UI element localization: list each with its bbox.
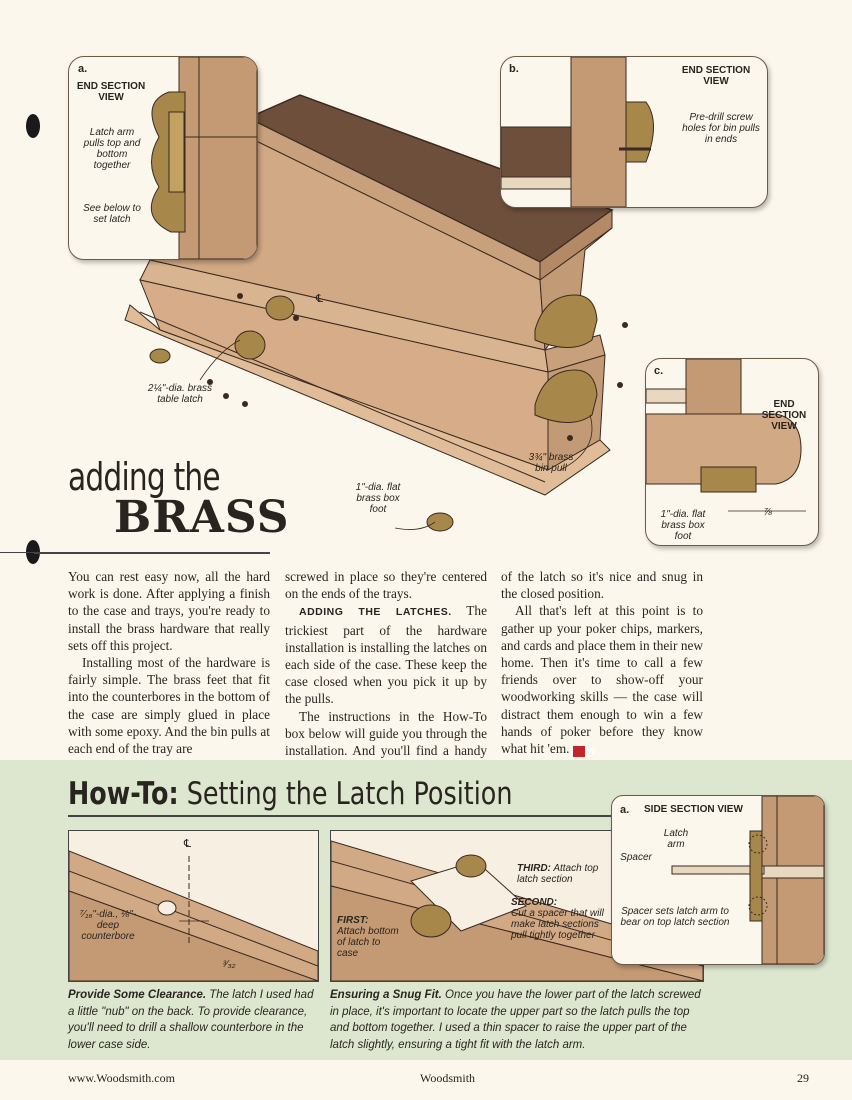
howto-title-text: Setting the Latch Position [186, 776, 513, 812]
step-first-text: Attach bottom of latch to case [337, 926, 399, 959]
footer-magazine: Woodsmith [420, 1071, 476, 1085]
howto-step-1-illustration: ℄ ⁷⁄₁₆"-dia., ⅛"-deep counterbore ³⁄₃₂ [68, 830, 319, 982]
label-bin-pull: 3¾" brass bin pull [528, 452, 574, 474]
panel-2-first: FIRST:Attach bottom of latch to case [337, 915, 401, 959]
run-in-heading: ADDING THE LATCHES. [299, 606, 452, 619]
callout-b-letter: b. [509, 63, 519, 75]
caption-2-text: Once you have the lower part of the latc… [330, 989, 701, 1051]
binder-hole [26, 114, 40, 138]
paragraph: Installing most of the hardware is fairl… [68, 655, 270, 757]
callout-a-drawing [150, 57, 257, 259]
step-second-text: Cut a spacer that will make latch sectio… [511, 908, 604, 941]
howto-side-section-view: a. SIDE SECTION VIEW Latch arm Spacer Sp… [611, 795, 825, 965]
callout-c-foot-label: 1"-dia. flat brass box foot [660, 509, 706, 542]
callout-a-title: END SECTION VIEW [76, 81, 146, 103]
centerline-mark: ℄ [316, 293, 324, 305]
side-view-title: SIDE SECTION VIEW [644, 804, 743, 815]
callout-c-end-section: c. END SECTION VIEW 1"-dia. flat brass b… [645, 358, 819, 546]
panel-1-counterbore-label: ⁷⁄₁₆"-dia., ⅛"-deep counterbore [79, 909, 137, 942]
caption-1-text: The latch I used had a little "nub" on t… [68, 989, 314, 1051]
step-second-label: SECOND: [511, 897, 558, 908]
howto-prefix: How-To: [68, 776, 179, 812]
article-column-1: You can rest easy now, all the hard work… [68, 568, 270, 757]
howto-title: How-To: Setting the Latch Position [68, 776, 512, 812]
callout-b-note: Pre-drill screw holes for bin pulls in e… [682, 112, 760, 145]
callout-a-end-section: a. END SECTION VIEW Latch arm pulls top … [68, 56, 258, 260]
panel-2-third: THIRD: Attach top latch section [517, 863, 607, 885]
callout-c-dimension: ⅞ [763, 507, 773, 518]
heading-rule [34, 552, 270, 554]
panel-1-dimension: ³⁄₃₂ [222, 959, 236, 970]
callout-a-note-latch-arm: Latch arm pulls top and bottom together [83, 127, 141, 171]
caption-2-title: Ensuring a Snug Fit. [330, 989, 442, 1001]
paragraph: of the latch so it's nice and snug in th… [501, 569, 703, 602]
article-column-3: of the latch so it's nice and snug in th… [501, 568, 703, 758]
side-view-letter: a. [620, 804, 630, 816]
side-view-latch-arm: Latch arm [663, 828, 689, 850]
callout-a-letter: a. [78, 63, 88, 75]
end-mark-icon: W [572, 746, 595, 758]
callout-b-end-section: b. END SECTION VIEW Pre-drill screw hole… [500, 56, 768, 208]
step-third-text: Attach top latch section [517, 863, 599, 885]
article-column-2: screwed in place so they're centered on … [285, 568, 487, 776]
side-view-note: Spacer sets latch arm to bear on top lat… [620, 906, 730, 928]
label-foot: 1"-dia. flat brass box foot [355, 482, 401, 515]
step-first-label: FIRST: [337, 915, 369, 926]
panel-2-second: SECOND:Cut a spacer that will make latch… [511, 897, 606, 941]
step-third-label: THIRD: [517, 863, 551, 874]
callout-b-drawing [501, 57, 654, 207]
footer-url: www.Woodsmith.com [68, 1071, 175, 1085]
heading-line-2: BRASS [114, 492, 290, 543]
panel-1-centerline: ℄ [184, 838, 192, 850]
callout-a-note-see-below: See below to set latch [83, 203, 141, 225]
howto-step-2-caption: Ensuring a Snug Fit. Once you have the l… [330, 987, 710, 1053]
page-number: 29 [797, 1071, 809, 1085]
callout-c-drawing [646, 359, 806, 512]
side-view-spacer: Spacer [620, 852, 652, 863]
margin-tick [0, 552, 34, 553]
heading-line-1: adding the [68, 455, 221, 499]
label-latch: 2¼"-dia. brass table latch [147, 383, 213, 405]
paragraph: screwed in place so they're centered on … [285, 569, 487, 602]
howto-rule [68, 815, 616, 817]
paragraph: You can rest easy now, all the hard work… [68, 569, 270, 653]
paragraph-text: All that's left at this point is to gath… [501, 603, 703, 757]
paragraph-text: The trickiest part of the hardware insta… [285, 603, 487, 707]
caption-1-title: Provide Some Clearance. [68, 989, 207, 1001]
howto-step-1-caption: Provide Some Clearance. The latch I used… [68, 987, 315, 1053]
callout-b-title: END SECTION VIEW [681, 65, 751, 87]
callout-c-title: END SECTION VIEW [761, 399, 807, 432]
callout-c-letter: c. [654, 365, 664, 377]
